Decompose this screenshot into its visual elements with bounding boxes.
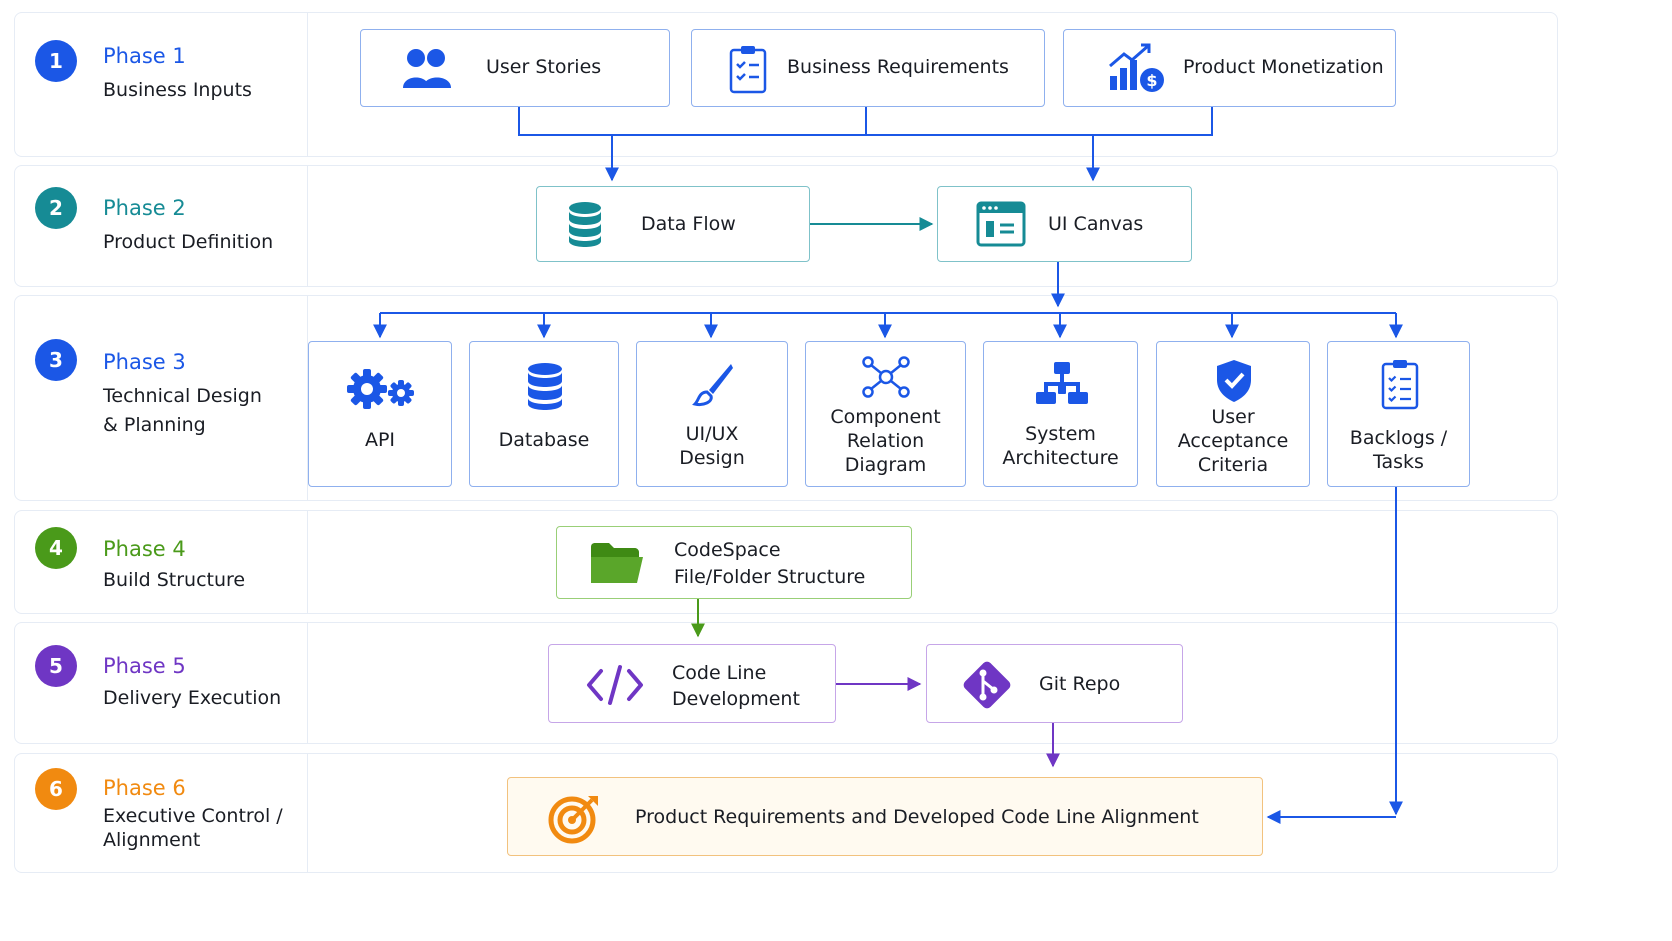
phase-4-subtitle: Build Structure xyxy=(103,569,246,591)
folder-icon xyxy=(591,543,643,583)
database-icon xyxy=(528,363,562,410)
clipboard-checklist-icon xyxy=(729,46,767,94)
checklist-icon xyxy=(1381,360,1419,410)
ui-ux-design-box[interactable]: UI/UX Design xyxy=(636,341,788,487)
code-line-line2: Development xyxy=(672,688,800,710)
hierarchy-icon xyxy=(1036,362,1088,404)
product-monetization-label: Product Monetization xyxy=(1183,56,1384,78)
band-divider xyxy=(307,166,308,286)
browser-window-icon xyxy=(976,201,1026,247)
git-repo-box[interactable]: Git Repo xyxy=(926,644,1183,723)
git-repo-label: Git Repo xyxy=(1039,673,1121,695)
code-line-development-box[interactable]: Code Line Development xyxy=(548,644,836,723)
phase-4-badge: 4 xyxy=(35,527,77,569)
codespace-box[interactable]: CodeSpace File/Folder Structure xyxy=(556,526,912,599)
network-nodes-icon xyxy=(862,356,910,398)
business-requirements-label: Business Requirements xyxy=(787,56,1009,78)
api-box[interactable]: API xyxy=(308,341,452,487)
business-requirements-box[interactable]: Business Requirements xyxy=(691,29,1045,107)
code-icon xyxy=(587,665,643,705)
code-line-line1: Code Line xyxy=(672,662,767,684)
codespace-line2: File/Folder Structure xyxy=(674,566,866,588)
phase-4-title: Phase 4 xyxy=(103,537,186,561)
band-divider xyxy=(307,754,308,872)
data-flow-label: Data Flow xyxy=(641,213,736,235)
ui-canvas-label: UI Canvas xyxy=(1048,213,1144,235)
user-acceptance-criteria-box[interactable]: User Acceptance Criteria xyxy=(1156,341,1310,487)
system-architecture-label: System Architecture xyxy=(1002,423,1119,469)
band-divider xyxy=(307,13,308,156)
phase-2-title: Phase 2 xyxy=(103,196,186,220)
database-box[interactable]: Database xyxy=(469,341,619,487)
band-divider xyxy=(307,511,308,613)
alignment-box[interactable]: Product Requirements and Developed Code … xyxy=(507,777,1263,856)
svg-text:$: $ xyxy=(1146,71,1157,90)
band-divider xyxy=(307,623,308,743)
alignment-label: Product Requirements and Developed Code … xyxy=(635,806,1199,828)
product-monetization-box[interactable]: $ Product Monetization xyxy=(1063,29,1396,107)
phase-3-title: Phase 3 xyxy=(103,350,186,374)
phase-5-title: Phase 5 xyxy=(103,654,186,678)
phase-5-badge: 5 xyxy=(35,645,77,687)
data-flow-box[interactable]: Data Flow xyxy=(536,186,810,262)
backlogs-tasks-box[interactable]: Backlogs / Tasks xyxy=(1327,341,1470,487)
phase-1-badge: 1 xyxy=(35,40,77,82)
codespace-line1: CodeSpace xyxy=(674,539,781,561)
ui-ux-design-label: UI/UX Design xyxy=(679,423,745,469)
phase-1-subtitle: Business Inputs xyxy=(103,79,252,101)
users-icon xyxy=(403,49,451,88)
phase-2-subtitle: Product Definition xyxy=(103,231,274,253)
phase-1-title: Phase 1 xyxy=(103,44,186,68)
phase-6-subtitle: Executive Control / Alignment xyxy=(103,805,283,851)
git-icon xyxy=(963,661,1011,709)
paintbrush-icon xyxy=(692,364,733,406)
shield-check-icon xyxy=(1217,360,1251,402)
user-stories-box[interactable]: User Stories xyxy=(360,29,670,107)
database-label: Database xyxy=(498,429,590,451)
phase-6-title: Phase 6 xyxy=(103,776,186,800)
component-relation-diagram-box[interactable]: Component Relation Diagram xyxy=(805,341,966,487)
phase-6-badge: 6 xyxy=(35,768,77,810)
target-icon xyxy=(548,796,598,844)
phase-2-badge: 2 xyxy=(35,187,77,229)
backlogs-tasks-label: Backlogs / Tasks xyxy=(1349,427,1448,473)
api-label: API xyxy=(364,429,396,451)
component-relation-diagram-label: Component Relation Diagram xyxy=(830,406,941,476)
database-icon xyxy=(569,202,601,247)
chart-dollar-icon: $ xyxy=(1109,43,1164,92)
user-acceptance-criteria-label: User Acceptance Criteria xyxy=(1177,406,1289,476)
phase-3-subtitle: Technical Design & Planning xyxy=(103,385,262,436)
user-stories-label: User Stories xyxy=(486,56,602,78)
gears-icon xyxy=(347,369,414,409)
phase-5-subtitle: Delivery Execution xyxy=(103,687,282,709)
ui-canvas-box[interactable]: UI Canvas xyxy=(937,186,1192,262)
band-divider xyxy=(307,296,308,500)
phase-3-badge: 3 xyxy=(35,339,77,381)
system-architecture-box[interactable]: System Architecture xyxy=(983,341,1138,487)
